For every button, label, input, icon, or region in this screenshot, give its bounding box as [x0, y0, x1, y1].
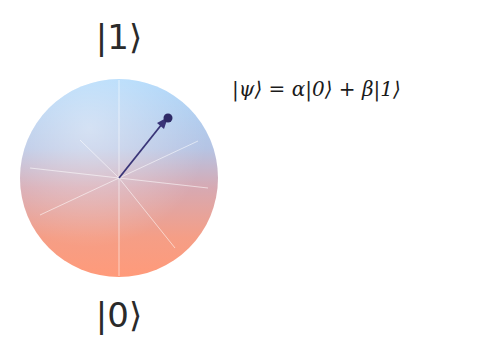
state-equation: |ψ⟩ = α|0⟩ + β|1⟩	[232, 78, 401, 100]
sphere-highlight	[20, 79, 218, 277]
basis-state-label: |0⟩	[96, 297, 142, 334]
basis-state-label: |1⟩	[96, 19, 142, 56]
state-point	[164, 114, 173, 123]
axis-lines	[30, 80, 208, 276]
state-vector	[119, 124, 162, 178]
sphere	[20, 79, 218, 277]
